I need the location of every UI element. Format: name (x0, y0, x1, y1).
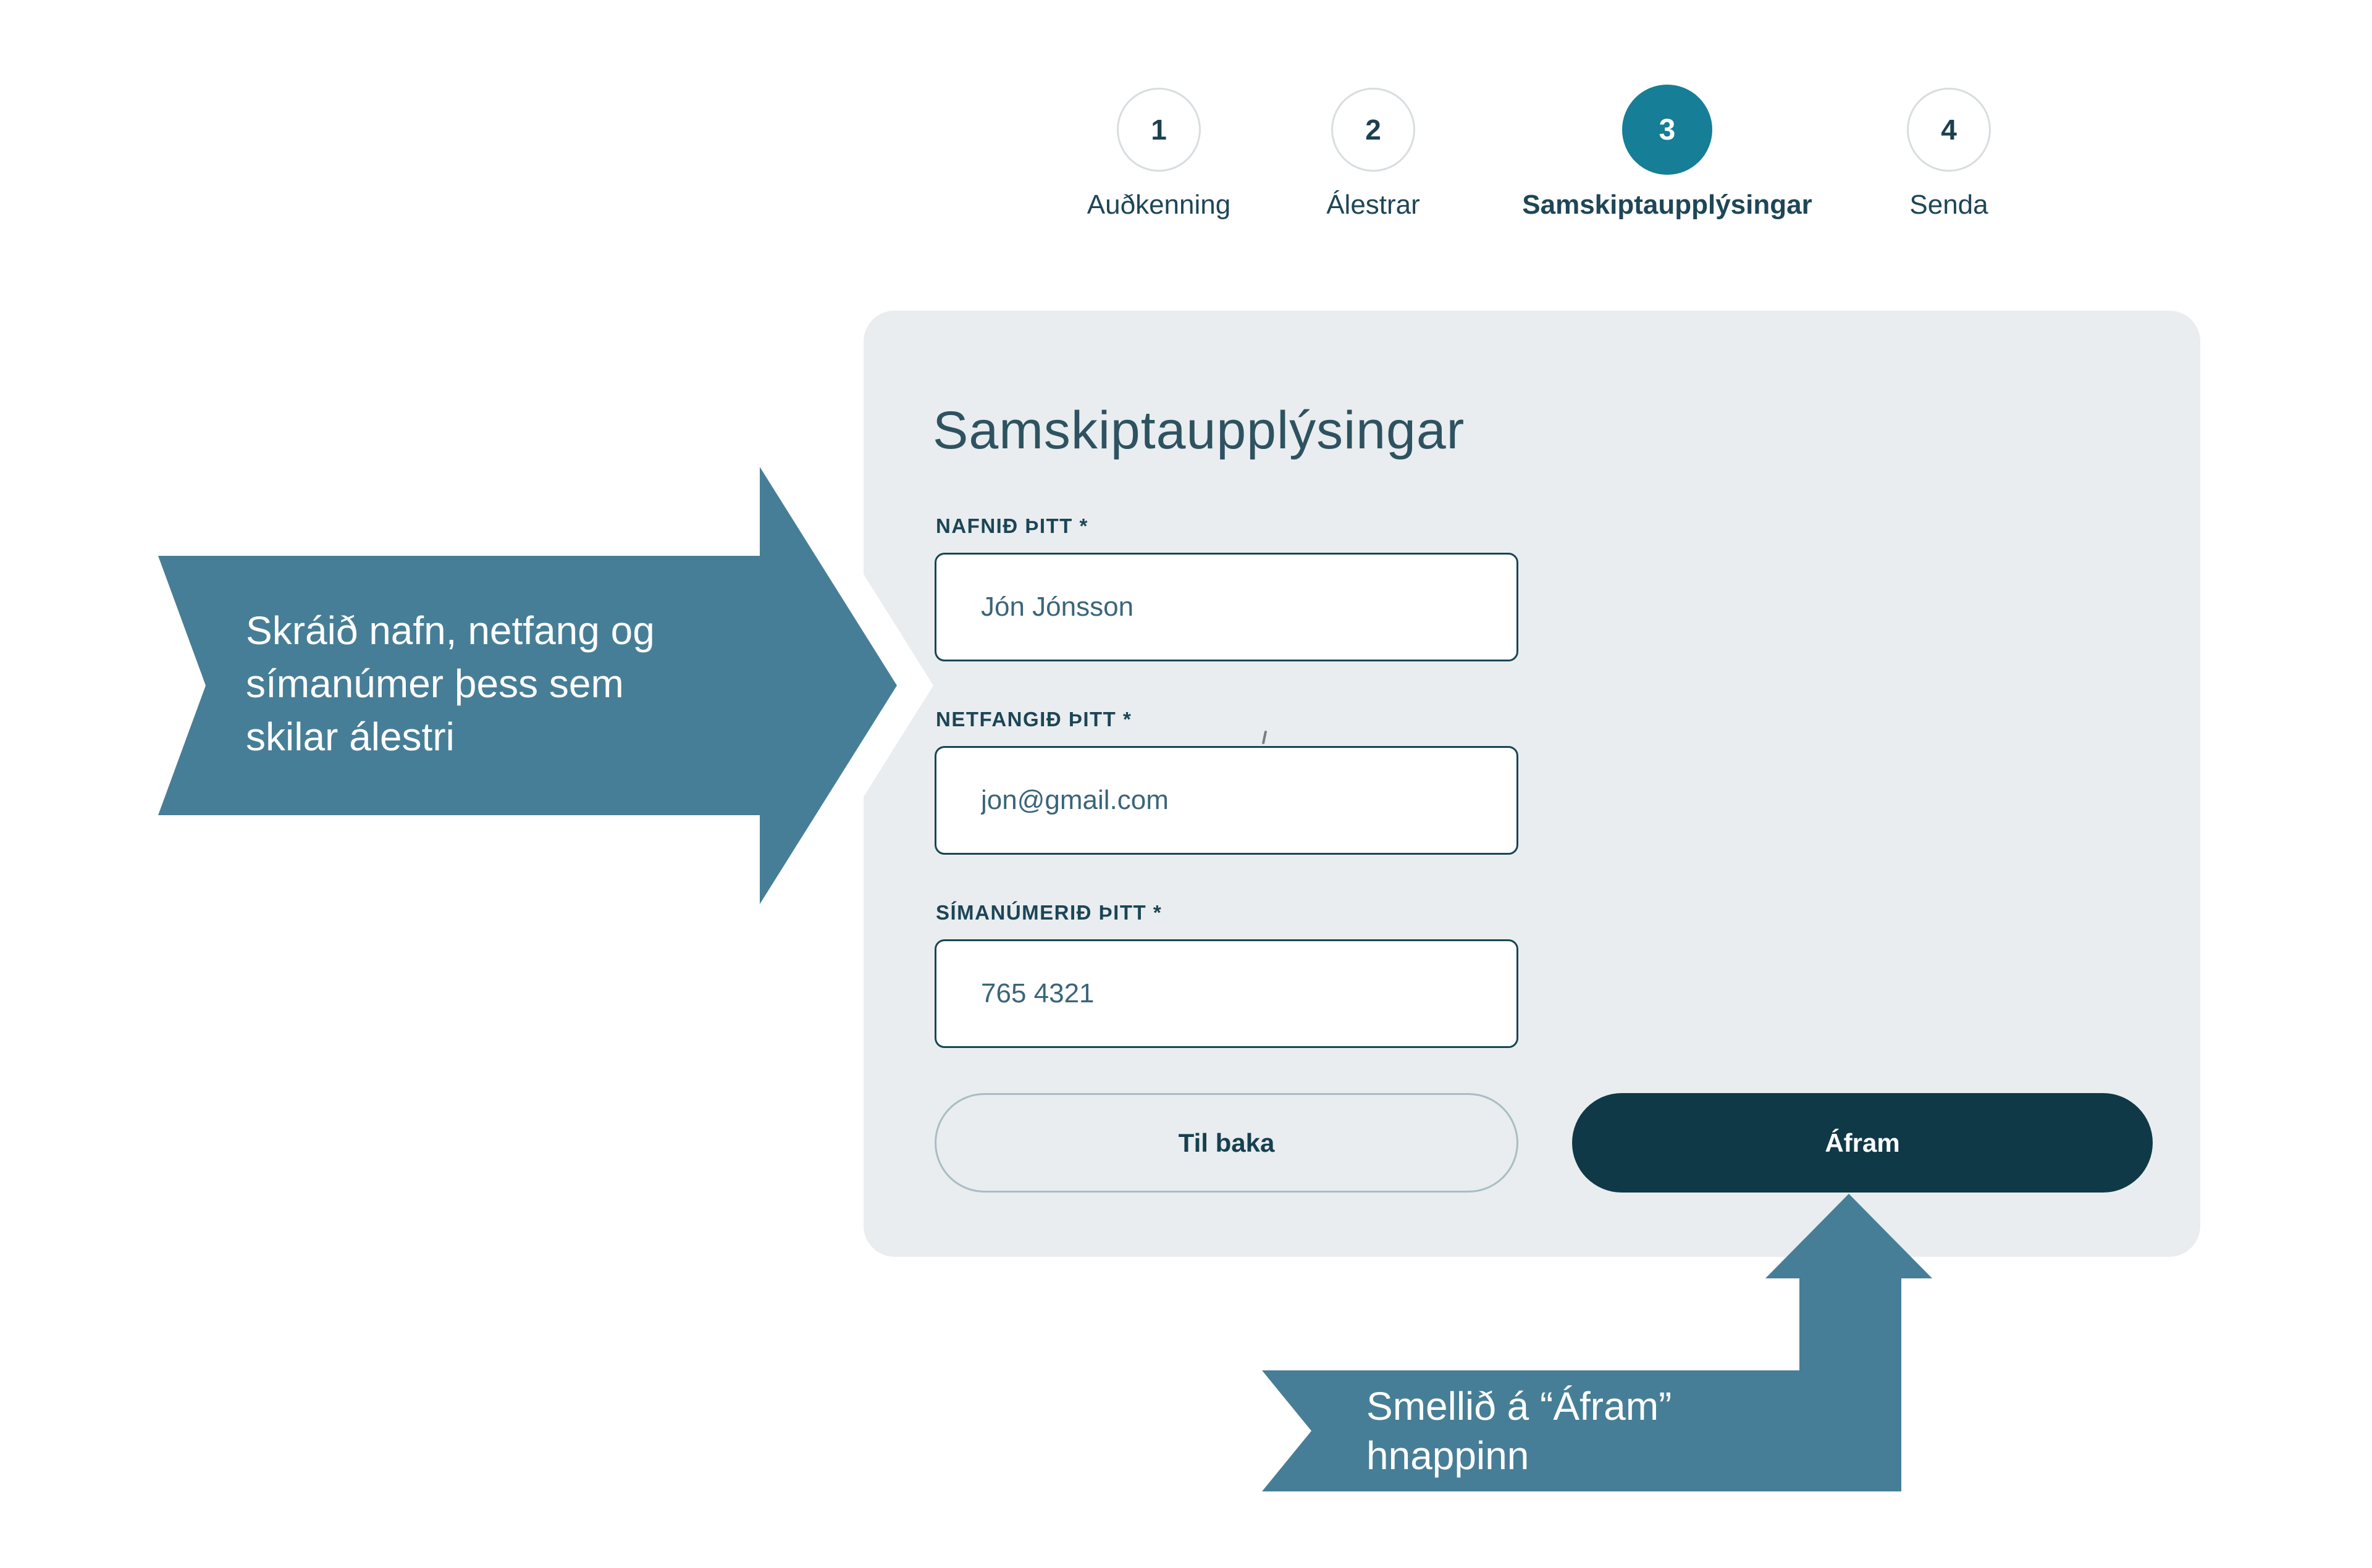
name-input[interactable] (935, 553, 1518, 661)
stepper-step-3-active: 3 Samskiptaupplýsingar (1482, 85, 1853, 220)
phone-field-label: SÍMANÚMERIÐ ÞITT * (936, 901, 1163, 924)
step-4-label: Senda (1909, 190, 1988, 220)
name-field-label: NAFNIÐ ÞITT * (936, 514, 1088, 537)
next-button[interactable]: Áfram (1572, 1093, 2153, 1193)
email-input[interactable] (935, 746, 1518, 855)
step-2-circle[interactable]: 2 (1331, 88, 1415, 172)
contact-info-card: Samskiptaupplýsingar NAFNIÐ ÞITT * NETFA… (864, 311, 2200, 1257)
left-arrow-note-line2: símanúmer þess sem (246, 661, 624, 706)
stepper-step-1: 1 Auðkenning (974, 85, 1344, 220)
stepper-step-2: 2 Álestrar (1188, 85, 1558, 220)
step-2-label: Álestrar (1326, 190, 1420, 220)
email-field-label: NETFANGIÐ ÞITT * (936, 708, 1132, 731)
phone-input[interactable] (935, 939, 1518, 1048)
left-arrow-note-line1: Skráið nafn, netfang og (246, 608, 655, 653)
step-4-circle[interactable]: 4 (1907, 88, 1991, 172)
left-arrow-note: Skráið nafn, netfang og símanúmer þess s… (246, 604, 655, 763)
left-arrow-note-line3: skilar álestri (246, 715, 455, 759)
step-2-circle-wrap: 2 (1188, 85, 1558, 175)
step-1-label: Auðkenning (1087, 190, 1231, 220)
card-title: Samskiptaupplýsingar (933, 401, 1465, 460)
step-3-circle[interactable]: 3 (1622, 85, 1712, 175)
step-1-circle-wrap: 1 (974, 85, 1344, 175)
step-4-circle-wrap: 4 (1764, 85, 2134, 175)
step-1-circle[interactable]: 1 (1117, 88, 1201, 172)
back-button[interactable]: Til baka (935, 1093, 1518, 1193)
step-3-circle-wrap: 3 (1482, 85, 1853, 175)
stepper-step-4: 4 Senda (1764, 85, 2134, 220)
bottom-arrow-note-line1: Smellið á “Áfram” (1366, 1384, 1672, 1428)
bottom-arrow-note-line2: hnappinn (1366, 1433, 1529, 1478)
step-3-label: Samskiptaupplýsingar (1522, 190, 1812, 220)
bottom-arrow-note: Smellið á “Áfram” hnappinn (1366, 1381, 1672, 1480)
